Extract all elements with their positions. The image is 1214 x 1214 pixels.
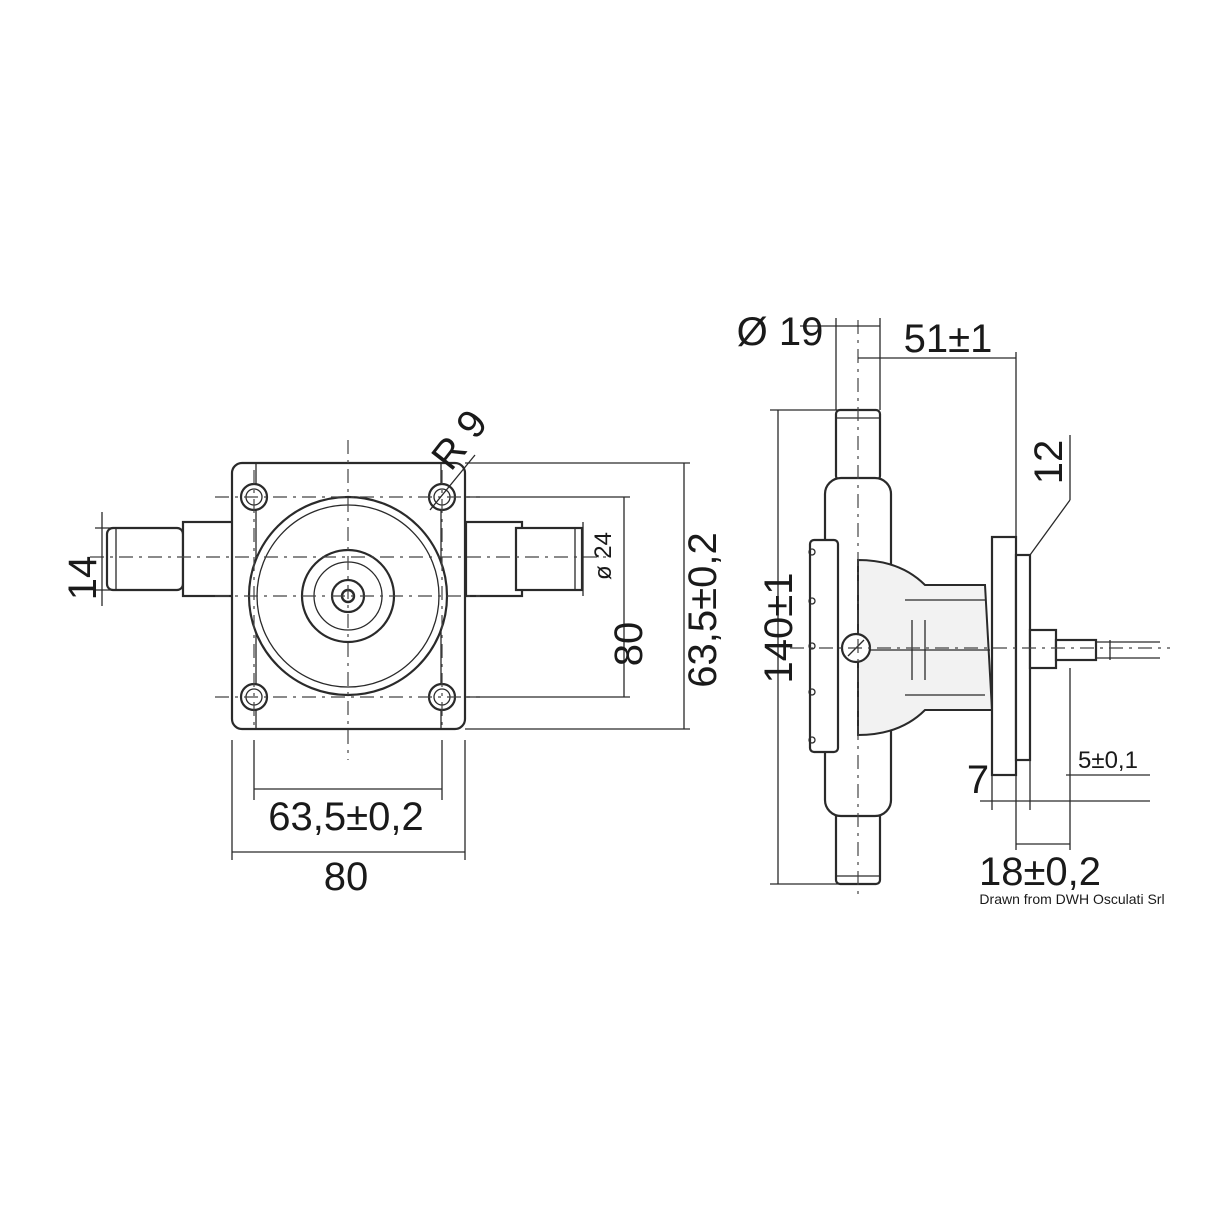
dim-shaft-step: 5±0,1 — [1078, 747, 1138, 774]
dim-shaft-diameter: 14 — [61, 556, 105, 601]
side-dimensions — [770, 318, 1150, 885]
dim-flange-step: 12 — [1027, 440, 1071, 485]
dim-side-offset: 51±1 — [904, 317, 993, 361]
dim-width-overall: 80 — [324, 855, 369, 899]
dim-hole-spacing-vertical: 63,5±0,2 — [681, 532, 725, 687]
drawing-credit: Drawn from DWH Osculati Srl — [979, 891, 1164, 907]
side-view: Ø 19 51±1 140±1 12 7 5±0,1 18±0,2 — [737, 310, 1170, 895]
dim-hole-spacing-horizontal: 63,5±0,2 — [268, 795, 423, 839]
left-nozzle — [105, 520, 235, 598]
dim-hub-length: 18±0,2 — [979, 850, 1101, 894]
front-view: 14 R 9 ø 24 80 63,5±0,2 63,5±0,2 80 — [61, 402, 725, 899]
dim-flange-thickness: 7 — [967, 758, 989, 802]
side-flange — [990, 535, 1032, 777]
dim-side-height: 140±1 — [757, 573, 801, 684]
dim-height-overall: 80 — [607, 622, 651, 667]
right-nozzle — [464, 520, 584, 598]
bearing-housing — [840, 558, 994, 737]
drive-shaft — [1028, 628, 1160, 670]
center-lines — [90, 440, 608, 760]
front-dimensions — [95, 454, 690, 860]
cover-plate — [808, 538, 840, 754]
dim-side-port-diameter: Ø 19 — [737, 310, 824, 354]
dim-port-diameter: ø 24 — [590, 532, 617, 580]
